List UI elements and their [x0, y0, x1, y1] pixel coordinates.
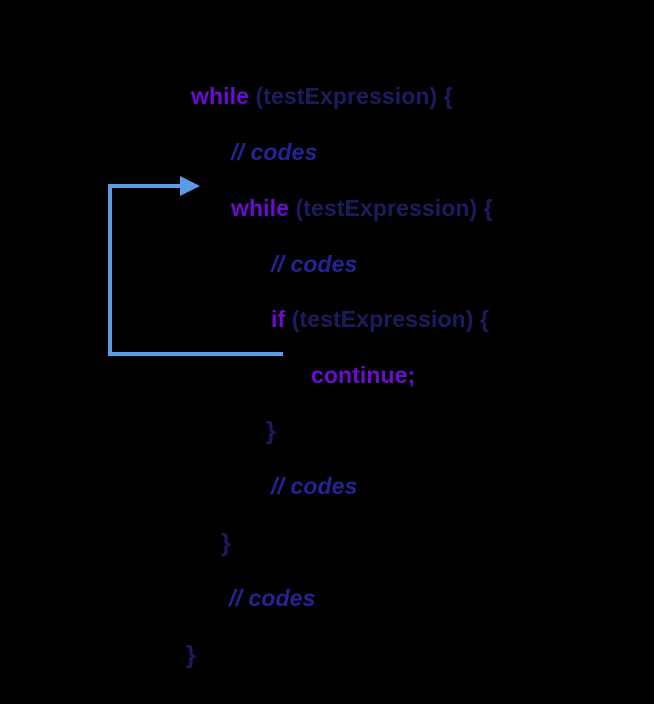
code-line-close-inner-while: } [195, 508, 231, 579]
code-line-if: if (testExpression) { [245, 285, 489, 354]
condition-outer-while: (testExpression) { [248, 83, 453, 109]
code-line-outer-while: while (testExpression) { [165, 62, 453, 131]
comment-text: // codes [230, 139, 318, 165]
code-line-comment-4: // codes [203, 564, 315, 633]
code-line-close-if: } [240, 396, 276, 467]
code-line-comment-3: // codes [245, 452, 357, 521]
comment-text: // codes [270, 251, 358, 277]
code-line-inner-while: while (testExpression) { [205, 174, 493, 243]
code-line-comment-1: // codes [205, 118, 317, 187]
arrow-head-icon [180, 176, 200, 196]
code-line-comment-2: // codes [245, 230, 357, 299]
closing-brace-inner-while: } [220, 529, 231, 557]
closing-brace-outer-while: } [185, 641, 196, 669]
keyword-while-inner: while [230, 195, 289, 221]
comment-text: // codes [228, 585, 316, 611]
keyword-if: if [270, 306, 286, 332]
keyword-while-outer: while [190, 83, 249, 109]
keyword-continue: continue; [310, 362, 416, 388]
closing-brace-if: } [265, 417, 276, 445]
code-line-continue: continue; [285, 341, 415, 410]
condition-if: (testExpression) { [285, 306, 490, 332]
comment-text: // codes [270, 473, 358, 499]
code-line-close-outer-while: } [160, 620, 196, 691]
condition-inner-while: (testExpression) { [288, 195, 493, 221]
